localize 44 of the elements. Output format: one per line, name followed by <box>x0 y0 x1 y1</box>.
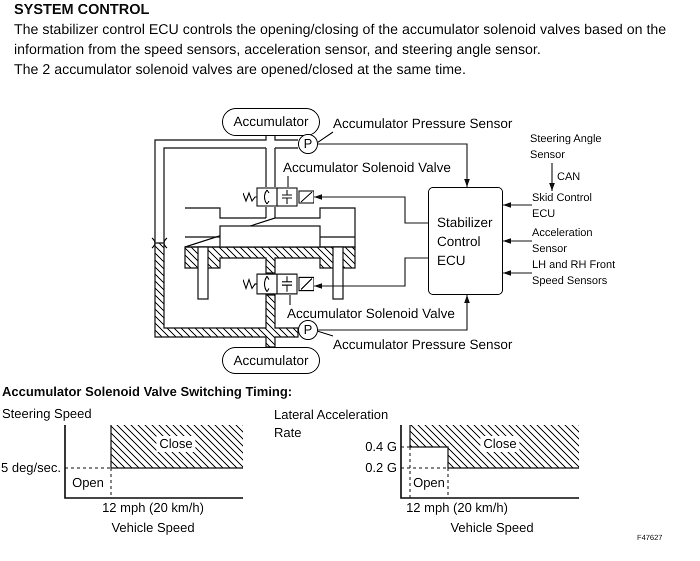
part-label: Accumulator Solenoid Valve <box>287 305 467 322</box>
description-text: The stabilizer control ECU controls the opening/closing of the accumulator solenoid valves based on the information from the speed sensors, acceleration sensor, and steering angle sensor. <box>14 21 668 60</box>
pressure-sensor-circle: P <box>298 320 318 340</box>
leader-line <box>318 330 334 337</box>
tick-label: 0.2 G <box>365 460 397 476</box>
ecu-box: Stabilizer Control ECU <box>428 187 503 295</box>
arrow <box>314 194 428 224</box>
arrow <box>549 163 555 191</box>
region-label: Close <box>480 436 520 452</box>
axis-label: Vehicle Speed <box>450 520 534 536</box>
pressure-sensor-circle: P <box>298 134 318 154</box>
solenoid-valve-symbol <box>243 187 314 207</box>
tick-label: 12 mph (20 km/h) <box>406 500 508 516</box>
accumulator-capsule: Accumulator <box>222 347 320 374</box>
axis-label: Steering Speed <box>2 406 92 422</box>
arrow <box>318 143 470 187</box>
arrow <box>503 238 532 244</box>
axis-label: Lateral Acceleration Rate <box>274 406 390 442</box>
accumulator-capsule: Accumulator <box>222 108 320 136</box>
arrow <box>503 202 532 208</box>
part-label: Accumulator Pressure Sensor <box>333 115 518 132</box>
part-label: Accumulator Solenoid Valve <box>283 159 463 176</box>
input-label: Skid Control ECU <box>532 191 612 222</box>
arrow <box>318 295 470 331</box>
region-label: Open <box>72 475 104 491</box>
region-label: Open <box>413 475 445 491</box>
description-text: The 2 accumulator solenoid valves are opened/closed at the same time. <box>14 61 467 80</box>
input-label: Steering Angle Sensor <box>530 132 610 163</box>
chart-heading: Accumulator Solenoid Valve Switching Timing: <box>2 384 292 400</box>
solenoid-valve-symbol <box>243 273 314 295</box>
arrow <box>314 257 428 289</box>
input-label: Acceleration Sensor <box>532 226 612 257</box>
leader-line <box>287 176 289 187</box>
tick-label: 0.4 G <box>365 439 397 455</box>
tick-label: 12 mph (20 km/h) <box>102 500 204 516</box>
leader-line <box>318 132 334 143</box>
section-title: SYSTEM CONTROL <box>14 2 150 18</box>
region-label: Close <box>156 436 196 452</box>
arrow <box>503 270 532 276</box>
axis-label: Vehicle Speed <box>111 520 195 536</box>
input-label: LH and RH Front Speed Sensors <box>532 258 627 289</box>
leader-line <box>289 295 291 305</box>
part-label: Accumulator Pressure Sensor <box>333 336 518 353</box>
tick-label: 5 deg/sec. <box>1 460 61 476</box>
